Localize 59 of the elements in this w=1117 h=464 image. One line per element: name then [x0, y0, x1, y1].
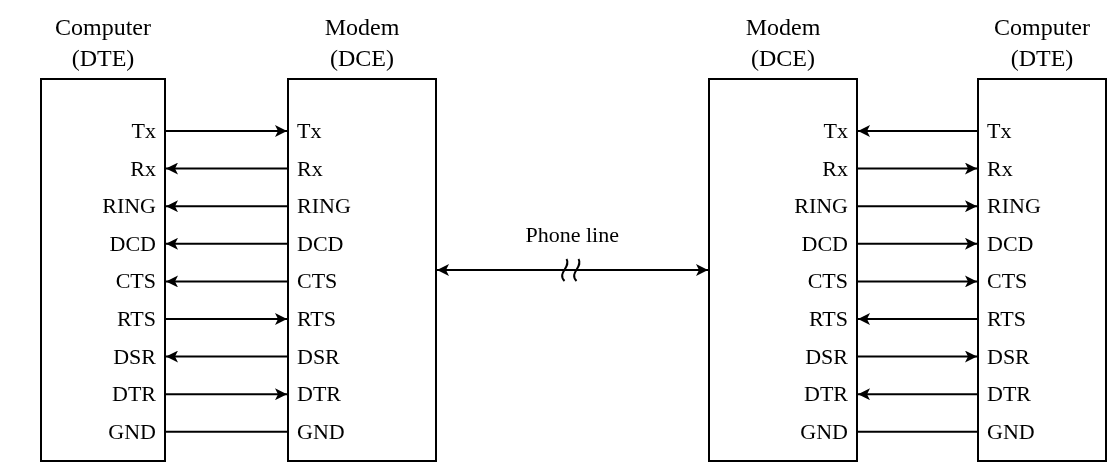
arrow: [857, 388, 978, 401]
device-heading: Modem (DCE): [323, 13, 401, 73]
pin-label: RTS: [287, 304, 337, 334]
pin-label: Tx: [287, 116, 322, 146]
device-heading: Computer (DTE): [54, 13, 152, 73]
pin-label: Tx: [977, 116, 1012, 146]
pin-label: RING: [794, 191, 858, 222]
pin-label: GND: [108, 416, 166, 447]
pin-label: Rx: [977, 153, 1013, 184]
pin-label: DSR: [977, 341, 1030, 372]
arrow: [857, 162, 978, 175]
pin-label: Rx: [130, 153, 166, 184]
connector-line: [165, 430, 288, 433]
pin-label: RTS: [808, 304, 858, 334]
pin-label: CTS: [287, 266, 338, 297]
pin-label: RTS: [977, 304, 1027, 334]
pin-label: DCD: [109, 228, 166, 259]
arrow: [165, 313, 288, 325]
pin-label: RING: [287, 191, 351, 222]
pin-label: RTS: [116, 304, 166, 334]
pin-label: CTS: [115, 266, 166, 297]
arrow: [165, 237, 288, 250]
pin-label: DTR: [977, 379, 1031, 410]
pin-label: DTR: [804, 379, 858, 410]
arrow: [857, 313, 978, 325]
pin-label: GND: [800, 416, 858, 447]
pin-label: RING: [977, 191, 1041, 222]
pin-label: CTS: [977, 266, 1028, 297]
connector-line: [857, 430, 978, 433]
pin-label: GND: [977, 416, 1035, 447]
pin-label: DCD: [287, 228, 344, 259]
arrow: [165, 388, 288, 401]
arrow: [165, 162, 288, 175]
pin-label: Rx: [822, 153, 858, 184]
pin-label: DSR: [805, 341, 858, 372]
pin-label: GND: [287, 416, 345, 447]
arrow: [436, 264, 709, 276]
pin-label: DTR: [287, 379, 341, 410]
arrow: [165, 275, 288, 288]
pin-label: DSR: [287, 341, 340, 372]
pin-label: Tx: [823, 116, 858, 146]
arrow: [857, 275, 978, 288]
pin-label: DCD: [977, 228, 1034, 259]
arrow: [857, 350, 978, 363]
pin-label: RING: [102, 191, 166, 222]
arrow: [857, 200, 978, 213]
arrow: [857, 125, 978, 137]
pin-label: DTR: [112, 379, 166, 410]
arrow: [165, 200, 288, 213]
device-heading: Modem (DCE): [744, 13, 822, 73]
pin-label: Rx: [287, 153, 323, 184]
arrow: [165, 350, 288, 363]
pin-label: CTS: [807, 266, 858, 297]
pin-label: DCD: [801, 228, 858, 259]
pin-label: Tx: [131, 116, 166, 146]
arrow: [165, 125, 288, 137]
pin-label: DSR: [113, 341, 166, 372]
arrow: [857, 237, 978, 250]
device-heading: Computer (DTE): [993, 13, 1091, 73]
